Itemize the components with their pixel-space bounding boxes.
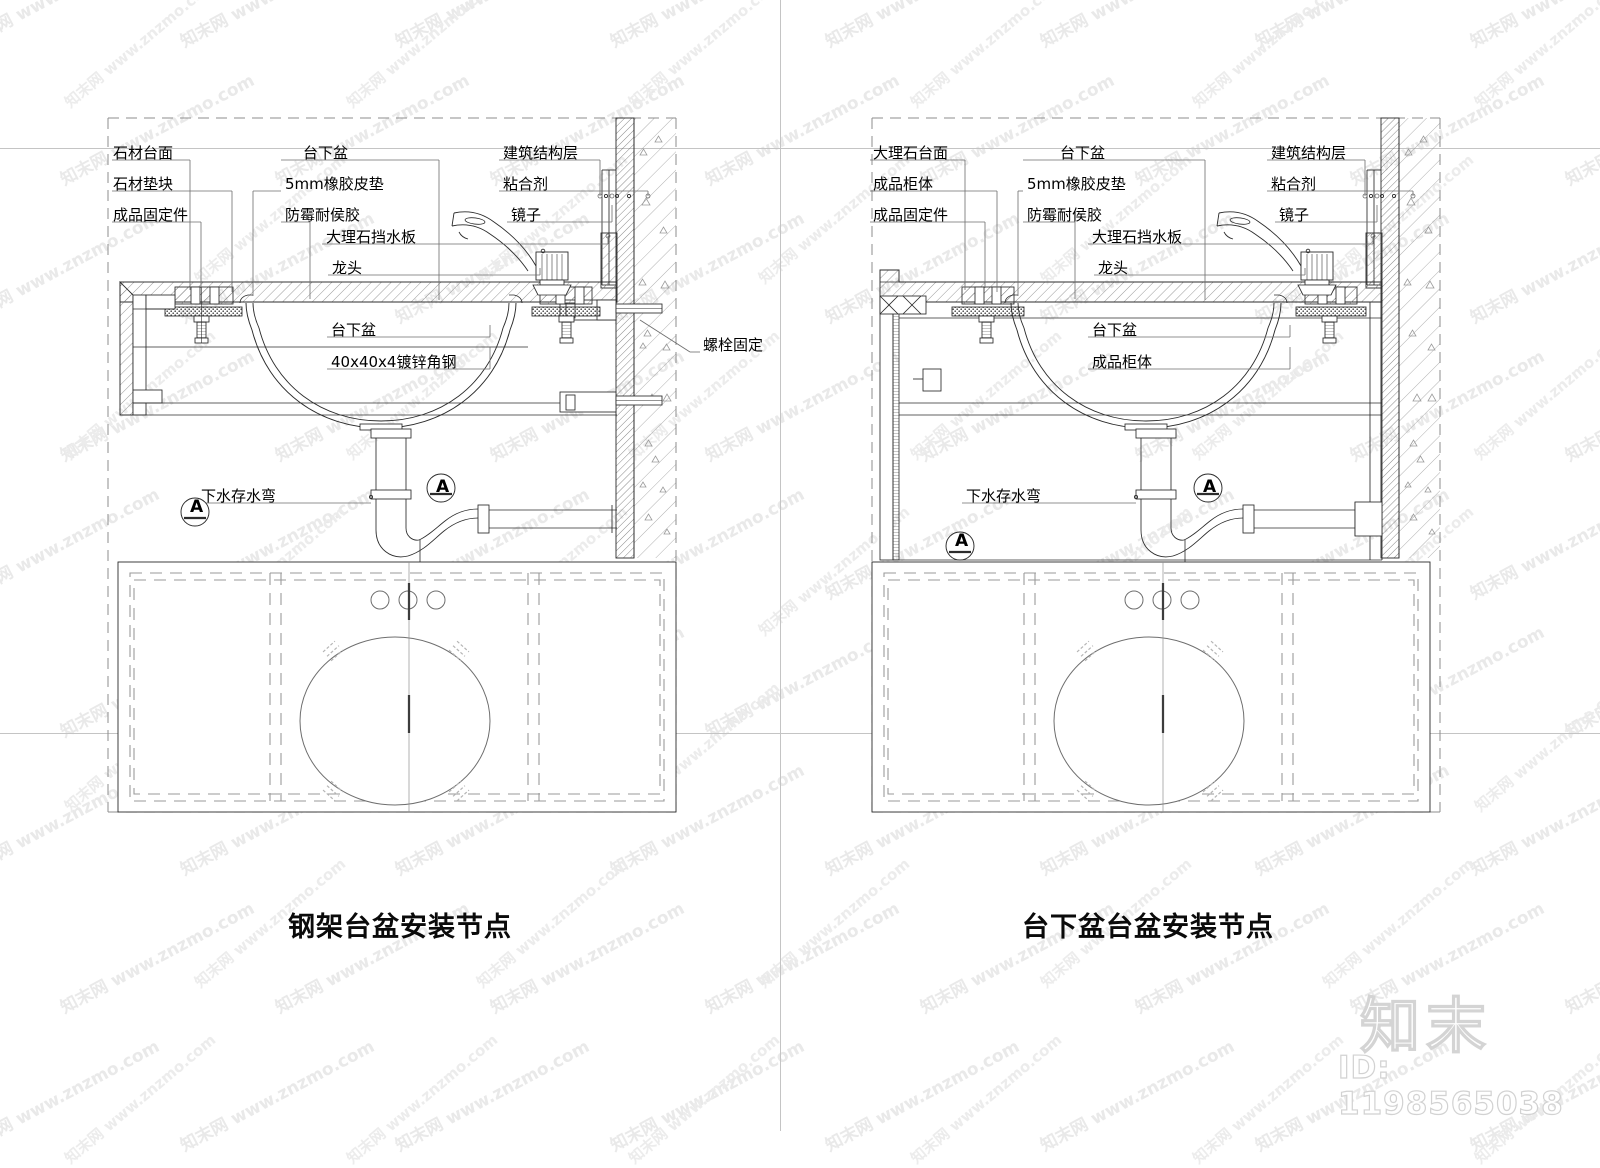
right-detail-title: 台下盆台盆安装节点 [1022,912,1274,943]
annotation-basin-mid: 台下盆 [331,321,377,339]
annotation-undermount-basin: 台下盆 [1060,144,1106,162]
annotation-structure-layer: 建筑结构层 [503,144,579,162]
annotation-fixing-part: 成品固定件 [113,206,189,224]
left-detail-drawing [107,117,700,813]
section-marker-section-a-2: A [190,497,204,517]
annotation-rubber-gasket: 5mm橡胶皮垫 [285,175,384,193]
section-marker-section-a-1: A [1203,477,1217,497]
annotation-cabinet-body: 成品柜体 [873,175,934,193]
annotation-p-trap: 下水存水弯 [201,487,277,505]
annotation-structure-layer: 建筑结构层 [1271,144,1347,162]
annotation-adhesive: 粘合剂 [1271,175,1317,193]
annotation-fixing-part: 成品固定件 [873,206,949,224]
left-detail-title: 钢架台盆安装节点 [288,912,512,943]
annotation-stone-top: 石材台面 [113,144,174,162]
brand-logo-text: 知末 [1359,991,1492,1062]
annotation-faucet: 龙头 [332,259,363,277]
section-marker-section-a-2: A [955,531,969,551]
annotation-mirror: 镜子 [1279,206,1310,224]
annotation-stone-block: 石材垫块 [113,175,174,193]
annotation-marble-splash: 大理石挡水板 [1092,228,1183,246]
section-marker-section-a-1: A [436,477,450,497]
annotation-mirror: 镜子 [511,206,542,224]
right-detail-drawing [870,117,1441,813]
brand-watermark: 知末 ID: 1198565038 [1337,978,1588,1122]
annotation-adhesive: 粘合剂 [503,175,549,193]
annotation-cabinet-mid: 成品柜体 [1092,353,1153,371]
annotation-mildew-sealant: 防霉耐侯胶 [285,206,361,224]
annotation-bolt-fix: 螺栓固定 [703,336,764,354]
brand-id-text: ID: 1198565038 [1337,1049,1564,1122]
annotation-p-trap: 下水存水弯 [966,487,1042,505]
annotation-undermount-basin: 台下盆 [303,144,349,162]
annotation-marble-splash: 大理石挡水板 [326,228,417,246]
annotation-rubber-gasket: 5mm橡胶皮垫 [1027,175,1126,193]
annotation-basin-mid: 台下盆 [1092,321,1138,339]
annotation-faucet: 龙头 [1098,259,1129,277]
annotation-mildew-sealant: 防霉耐侯胶 [1027,206,1103,224]
annotation-marble-top: 大理石台面 [873,144,949,162]
annotation-angle-steel: 40x40x4镀锌角钢 [331,353,457,371]
